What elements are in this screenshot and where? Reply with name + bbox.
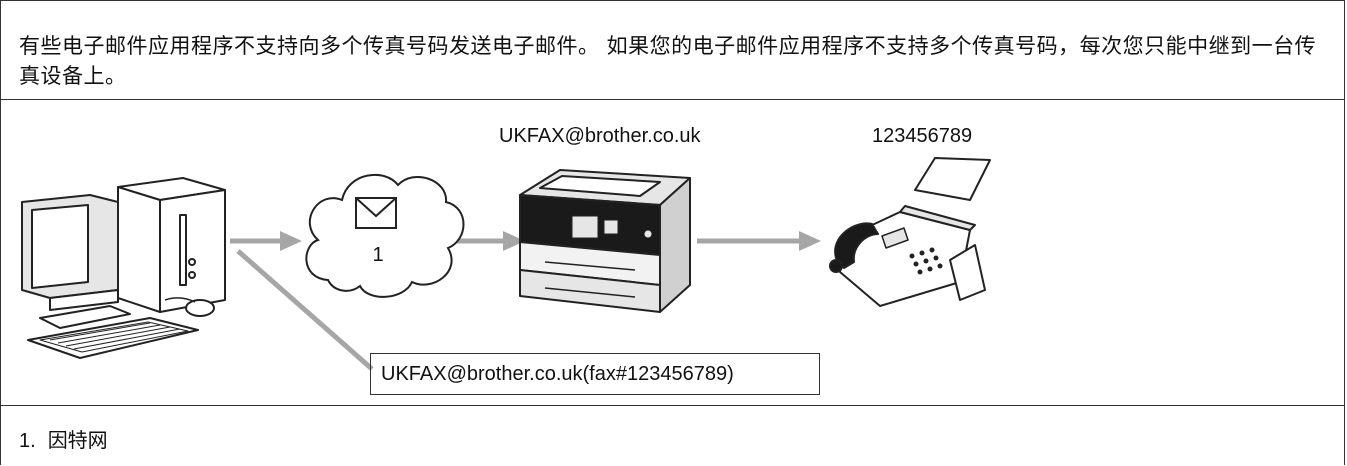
flow-arrows [230,231,821,371]
fax-machine-icon [829,157,991,307]
internet-cloud: 1 [305,173,465,298]
mfp-printer-icon [519,169,691,313]
cloud-label: 1 [372,244,383,266]
note-item: 1. 因特网 [19,424,108,453]
note-text: 因特网 [47,428,108,452]
mfp-email-label: UKFAX@brother.co.uk [499,125,701,147]
divider-bottom [0,405,1345,406]
address-box: UKFAX@brother.co.uk(fax#123456789) [370,353,820,395]
computer-icon [21,177,226,359]
intro-text: 有些电子邮件应用程序不支持向多个传真号码发送电子邮件。 如果您的电子邮件应用程序… [19,34,1317,88]
fax-number-label: 123456789 [872,125,973,147]
note-number: 1. [19,430,36,452]
divider-top [0,99,1345,100]
